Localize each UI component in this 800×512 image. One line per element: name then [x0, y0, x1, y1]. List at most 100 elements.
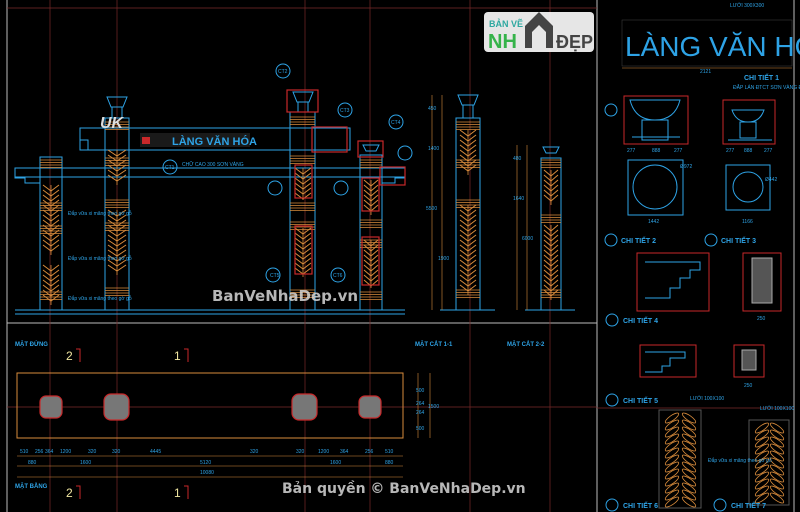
detail-highlight-boxes [286, 89, 406, 286]
detail-note-1: ĐẮP LÁN ĐTCT SƠN VÀNG ĐỒNG [733, 83, 800, 91]
ct2-width: 1442 [648, 219, 659, 225]
leaf-shape [754, 429, 770, 441]
section-dimensions: 450 1400 5500 1900 480 1640 6000 [426, 106, 533, 262]
brand-logo-watermark: BẢN VẼ NH ĐẸP [484, 12, 594, 53]
view-title-elevation: MẶT ĐỨNG [15, 341, 48, 348]
sign-note: CHỮ CAO 300 SƠN VÀNG [182, 161, 244, 168]
plan-dim-label: 256 [35, 449, 44, 455]
detail-title-2: CHI TIẾT 2 [621, 235, 656, 245]
ct3-width: 1166 [742, 219, 753, 225]
leaf-shape [754, 422, 770, 434]
leaf-note: Đắp vữa xi măng theo gờ gỗ [68, 210, 132, 217]
plan-dim-label: 256 [365, 449, 374, 455]
svg-text:1900: 1900 [438, 256, 449, 262]
leaf-note: Đắp vữa xi măng theo gờ gỗ [68, 295, 132, 302]
svg-text:LƯỚI 300X300: LƯỚI 300X300 [730, 2, 764, 9]
plan-dim-label: 510 [385, 449, 394, 455]
leaf-shape [664, 426, 680, 438]
detail-title-1: CHI TIẾT 1 [744, 72, 779, 82]
plan-dim-label: 880 [28, 460, 37, 466]
detail-leaf-pattern [664, 412, 785, 508]
ct3-dim: 277 [726, 148, 735, 154]
leaf-shape [664, 475, 680, 487]
leaf-shape [769, 485, 785, 497]
leaf-shape [681, 496, 697, 508]
leaf-shape [769, 422, 785, 434]
ct1-dim: 277 [674, 148, 683, 154]
svg-text:NH: NH [488, 31, 517, 53]
plan-side-dim: 264 [416, 410, 425, 416]
leaf-shape [769, 464, 785, 476]
ct2-diameter: Ø972 [680, 164, 692, 170]
plan-dim-label: 1200 [318, 449, 329, 455]
sign-red-mark [142, 137, 150, 144]
svg-text:2: 2 [66, 486, 73, 500]
ct1-dim: 277 [627, 148, 636, 154]
watermark-copyright: Bản quyền © BanVeNhaDep.vn [282, 480, 526, 497]
plan-dim-label: 320 [112, 449, 121, 455]
leaf-shape [681, 489, 697, 501]
grid-note: LƯỚI 100X100 [690, 395, 724, 402]
ct3-dim: 888 [744, 148, 753, 154]
leaf-shape [769, 443, 785, 455]
leaf-note: Đắp vữa xi măng theo gờ gỗ [708, 457, 772, 464]
leaf-shape [681, 468, 697, 480]
ct5-width: 250 [744, 383, 753, 389]
leaf-shape [681, 433, 697, 445]
view-title-section-1: MẶT CẮT 1-1 [415, 340, 453, 348]
plan-dim-label: 364 [45, 449, 54, 455]
svg-text:1400: 1400 [428, 146, 439, 152]
drawing-frame [6, 0, 795, 512]
column-bands [40, 116, 561, 300]
plan-side-dim: 264 [416, 401, 425, 407]
svg-text:2121: 2121 [700, 69, 711, 75]
leaf-shape [754, 443, 770, 455]
plan-total-dim: 10080 [200, 470, 214, 476]
leaf-shape [664, 440, 680, 452]
leaf-note: Đắp vữa xi măng theo gờ gỗ [68, 255, 132, 262]
ct1-dim: 888 [652, 148, 661, 154]
section-markers: 2 1 2 1 [66, 348, 189, 500]
leaf-shape [769, 450, 785, 462]
leaf-shape [754, 492, 770, 504]
detail-drawings [604, 95, 790, 512]
detail-title-5: CHI TIẾT 5 [623, 395, 658, 405]
leaf-shape [664, 461, 680, 473]
leaf-shape [681, 482, 697, 494]
svg-text:5500: 5500 [426, 206, 437, 212]
callout-bubbles [162, 63, 413, 283]
section-dimension-lines [431, 95, 528, 310]
watermark-center: BanVeNhaDep.vn [212, 287, 358, 305]
sign-board [140, 133, 250, 147]
leaf-shape [664, 468, 680, 480]
logo-mark-uk: UK [100, 115, 125, 132]
plan-dim-label: 880 [385, 460, 394, 466]
svg-text:1: 1 [174, 486, 181, 500]
svg-text:450: 450 [428, 106, 437, 112]
plan-dim-label: 320 [88, 449, 97, 455]
detail-title-6: CHI TIẾT 6 [623, 500, 658, 510]
view-title-section-2: MẶT CẮT 2-2 [507, 340, 545, 348]
detail-title-4: CHI TIẾT 4 [623, 315, 658, 325]
leaf-shape [664, 419, 680, 431]
leaf-shape [754, 485, 770, 497]
leaf-shape [664, 412, 680, 424]
plan-dim-label: 5120 [200, 460, 211, 466]
leaf-shape [664, 482, 680, 494]
leaf-shape [681, 454, 697, 466]
leaf-shape [664, 433, 680, 445]
leaf-shape [681, 412, 697, 424]
leaf-shape [681, 426, 697, 438]
leaf-shape [681, 447, 697, 459]
leaf-shape [754, 450, 770, 462]
grid-note: LƯỚI 100X100 [760, 405, 794, 412]
leaf-shape [754, 436, 770, 448]
svg-text:LÀNG VĂN HÓA: LÀNG VĂN HÓA [625, 31, 800, 62]
plan-dim-label: 1200 [60, 449, 71, 455]
plan-dim-label: 364 [340, 449, 349, 455]
leaf-shape [664, 496, 680, 508]
svg-text:1: 1 [174, 349, 181, 363]
callout-label: CT2 [278, 69, 288, 75]
